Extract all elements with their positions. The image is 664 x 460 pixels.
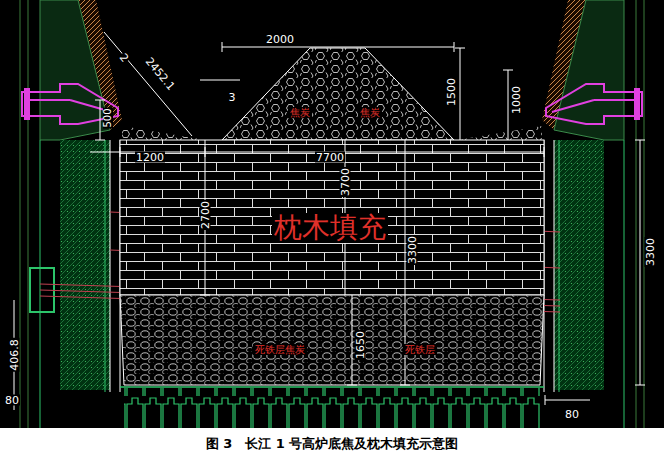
region-label: 焦炭 [288, 107, 312, 118]
region-label: 枕木填充 [272, 213, 388, 244]
dimension-label: 1200 [135, 152, 165, 163]
figure-caption: 图 3 长江 1 号高炉底焦及枕木填充示意图 [206, 435, 459, 453]
dimension-label: 1500 [446, 77, 457, 107]
dimension-label: 406.8 [9, 338, 20, 372]
dimension-label: 2000 [265, 34, 295, 45]
region-label: 死铁层 [403, 344, 437, 355]
region-label: 焦炭 [358, 107, 382, 118]
region-label: 死铁层焦炭 [253, 344, 307, 355]
dimension-label: 3300 [407, 235, 418, 265]
dimension-label: 1000 [511, 85, 522, 115]
dimension-label: 80 [4, 395, 20, 406]
dimension-label: 1650 [355, 330, 366, 360]
dimension-label: 3300 [645, 237, 656, 267]
dead-iron-coke-layer: 死铁层焦炭 死铁层 [120, 295, 544, 385]
dimension-label: 500 [103, 107, 113, 128]
dimension-label: 3700 [340, 167, 351, 197]
sleeper-fill: 枕木填充 [120, 140, 544, 295]
dimension-label: 80 [564, 409, 580, 420]
dimension-label: 3 [228, 92, 237, 103]
dimension-label: 7700 [315, 152, 345, 163]
coke-pile: 焦炭 焦炭 [222, 48, 454, 140]
dimension-label: 2700 [200, 200, 211, 230]
